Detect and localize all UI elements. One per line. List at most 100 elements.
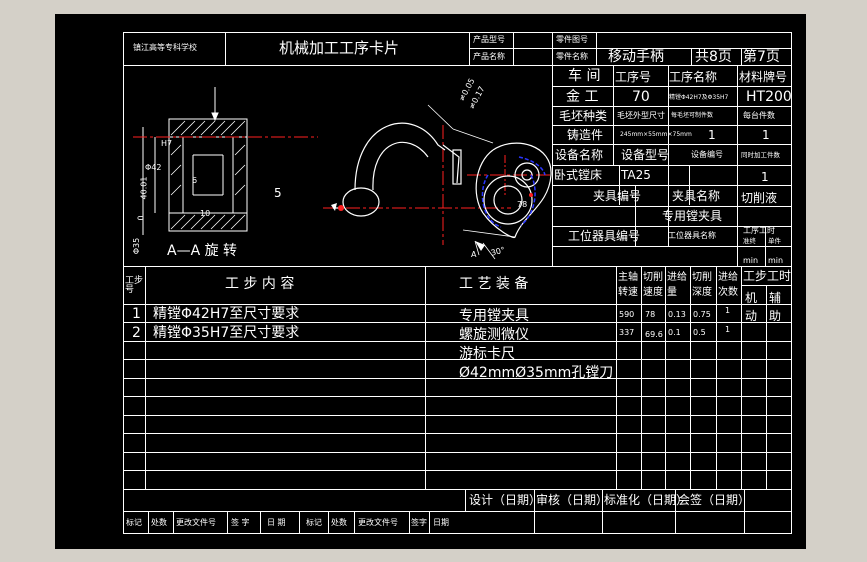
step1-no: 1 bbox=[132, 306, 141, 322]
dim-phi35: Φ35 bbox=[132, 237, 142, 255]
info-v7 bbox=[635, 185, 636, 246]
total-pages: 共8页 bbox=[695, 49, 732, 65]
steps-r7 bbox=[123, 433, 792, 434]
dim-0: 0 bbox=[136, 215, 146, 221]
col-v4 bbox=[641, 266, 642, 489]
sign-approve: 会签（日期） bbox=[678, 493, 751, 507]
step-no-label: 工步号 bbox=[125, 276, 144, 295]
extra-equipment-2: Ø42mmØ35mm孔镗刀 bbox=[459, 365, 614, 381]
blank-size-label: 毛坯外型尺寸 bbox=[617, 111, 665, 120]
product-model-label: 产品型号 bbox=[473, 35, 505, 44]
aux-time-label: 辅助 bbox=[769, 291, 782, 323]
col-v1 bbox=[145, 266, 146, 489]
foot-v9 bbox=[429, 511, 430, 533]
info-v3 bbox=[737, 65, 738, 266]
col-v6 bbox=[690, 266, 691, 489]
dim-h7a: H7 bbox=[161, 139, 173, 148]
spindle-speed-label: 主轴转速 bbox=[618, 272, 638, 298]
foot-v5 bbox=[299, 511, 300, 533]
dim-a: A bbox=[471, 250, 477, 259]
step-equipment-label: 工 艺 装 备 bbox=[459, 276, 529, 292]
col-v7 bbox=[716, 266, 717, 489]
step-time-label: 工步工时 bbox=[743, 269, 792, 283]
sign-v2 bbox=[534, 489, 535, 533]
part-drawing bbox=[133, 87, 552, 260]
part-name-label: 零件名称 bbox=[556, 52, 588, 61]
material-label: 材料牌号 bbox=[739, 70, 788, 84]
step2-no: 2 bbox=[132, 325, 141, 341]
process-no-label: 工序号 bbox=[615, 70, 652, 84]
footer-change-doc2: 更改文件号 bbox=[358, 518, 398, 527]
blanks-per-piece-value: 1 bbox=[708, 128, 716, 142]
steps-top bbox=[123, 266, 792, 267]
min-unit: min bbox=[768, 256, 784, 265]
steps-r8 bbox=[123, 452, 792, 453]
info-l4 bbox=[552, 144, 792, 145]
hdr-v5 bbox=[596, 32, 597, 65]
footer-count2: 处数 bbox=[331, 518, 347, 527]
equipment-model-value: TA25 bbox=[621, 168, 651, 182]
step-content-label: 工 步 内 容 bbox=[225, 276, 295, 292]
workshop-value: 金 工 bbox=[566, 89, 599, 105]
process-no-value: 70 bbox=[632, 89, 650, 105]
footer-signature: 签 字 bbox=[231, 518, 250, 527]
equipment-no-label: 设备编号 bbox=[691, 150, 723, 159]
station-tool-no-label: 工位器具编号 bbox=[568, 229, 641, 243]
info-v1 bbox=[613, 65, 614, 165]
frame-left bbox=[123, 32, 124, 534]
blank-type-label: 毛坯种类 bbox=[559, 109, 608, 123]
fixture-name-value: 专用镗夹具 bbox=[662, 209, 723, 223]
footer-date2: 日期 bbox=[433, 518, 449, 527]
footer-count: 处数 bbox=[151, 518, 167, 527]
sign-review: 审核（日期） bbox=[536, 493, 609, 507]
time-split bbox=[741, 285, 792, 286]
feed-label: 进给量 bbox=[667, 272, 687, 298]
header-line bbox=[123, 65, 792, 66]
section-label: A—A 旋 转 bbox=[167, 243, 238, 259]
step1-vc: 78 bbox=[645, 310, 656, 319]
step1-speed: 590 bbox=[619, 310, 635, 319]
col-v5 bbox=[665, 266, 666, 489]
step1-depth: 0.75 bbox=[693, 310, 711, 319]
centerlines bbox=[133, 125, 551, 245]
frame-right bbox=[791, 32, 792, 534]
hatch bbox=[170, 120, 246, 230]
dim-10: 10 bbox=[200, 209, 211, 218]
arrow-a bbox=[475, 241, 485, 251]
step2-equipment: 螺旋测微仪 bbox=[459, 327, 529, 343]
product-name-label: 产品名称 bbox=[473, 52, 505, 61]
info-l7 bbox=[552, 206, 792, 207]
info-v4 bbox=[619, 165, 620, 205]
hdr-v6 bbox=[691, 48, 692, 65]
hdr-v7 bbox=[741, 48, 742, 65]
process-name-label: 工序名称 bbox=[669, 70, 718, 84]
simultaneous-value: 1 bbox=[761, 170, 769, 184]
page-no: 第7页 bbox=[743, 49, 780, 65]
step2-content: 精镗Φ35H7至尺寸要求 bbox=[153, 325, 300, 341]
foot-v2 bbox=[173, 511, 174, 533]
part-drawing-no-label: 零件图号 bbox=[556, 35, 588, 44]
step2-passes: 1 bbox=[725, 325, 731, 334]
step1-feed: 0.13 bbox=[668, 310, 686, 319]
dim-phi42: Φ42 bbox=[145, 163, 162, 172]
fixture-no-label: 夹具编号 bbox=[593, 189, 642, 203]
material-value: HT200 bbox=[746, 89, 792, 105]
info-l9 bbox=[552, 246, 792, 247]
dim-5: 5 bbox=[274, 186, 282, 200]
footer-mark: 标记 bbox=[126, 518, 142, 527]
footer-mark2: 标记 bbox=[306, 518, 322, 527]
blue-arcs bbox=[481, 156, 546, 228]
steps-r11 bbox=[123, 511, 792, 512]
sign-design: 设计（日期） bbox=[469, 493, 542, 507]
foot-v1 bbox=[148, 511, 149, 533]
coolant-label: 切削液 bbox=[741, 191, 778, 205]
simultaneous-label: 同时加工件数 bbox=[741, 151, 780, 159]
sign-v4 bbox=[675, 489, 676, 533]
pieces-per-unit-value: 1 bbox=[762, 128, 770, 142]
info-l3 bbox=[552, 125, 792, 126]
footer-signature2: 签字 bbox=[411, 518, 427, 527]
blank-type-value: 铸造件 bbox=[567, 128, 604, 142]
frame-top bbox=[123, 32, 792, 33]
card-title: 机械加工工序卡片 bbox=[279, 39, 400, 57]
info-v5 bbox=[689, 165, 690, 205]
